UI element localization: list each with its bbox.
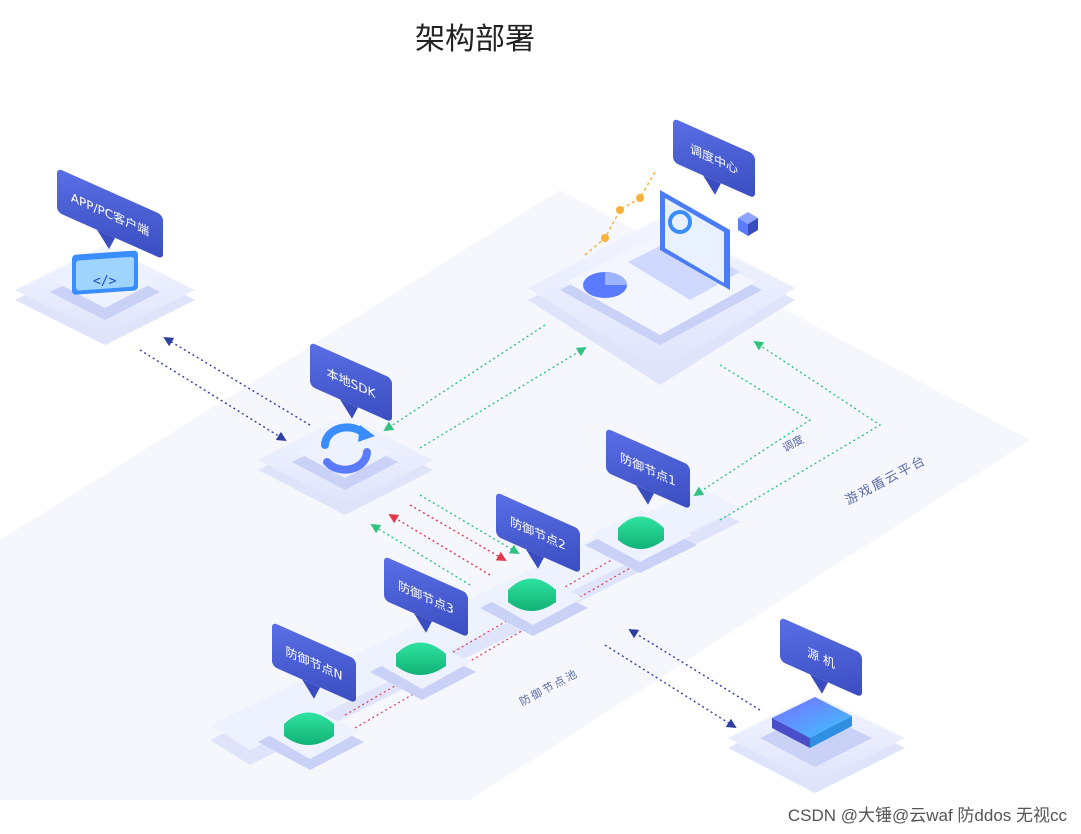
link-nodes-red-1: [344, 554, 621, 716]
laptop-icon: [628, 190, 740, 300]
link-pool-origin: [604, 644, 737, 729]
link-node2-sdk-green: [370, 523, 471, 586]
link-origin-pool: [628, 628, 761, 711]
label-node1: 防御节点1: [606, 429, 690, 508]
link-dispatch-sdk: [383, 324, 546, 432]
label-node3: 防御节点3: [384, 557, 468, 636]
page-title: 架构部署: [415, 22, 535, 57]
link-sdk-node2-red: [409, 504, 507, 561]
link-nodes-red-2: [354, 567, 631, 729]
dispatch-platform: [528, 171, 795, 385]
link-sdk-node2-green: [419, 494, 520, 554]
pie-chart-icon: [583, 272, 627, 298]
label-dispatch: 调度中心: [673, 119, 755, 197]
link-sdk-dispatch: [419, 346, 587, 449]
shield-icon: [284, 712, 334, 745]
sdk-platform: [258, 415, 433, 515]
shield-icon: [508, 578, 556, 611]
shield-icon: [396, 642, 446, 675]
trend-line-icon: [584, 171, 656, 256]
origin-platform: [728, 695, 905, 793]
cube-icon: [738, 212, 758, 236]
link-client-sdk: [139, 349, 287, 442]
client-platform: </>: [15, 245, 195, 345]
link-dispatch-node1: [693, 364, 812, 497]
link-sdk-client: [163, 336, 311, 426]
server-icon: [772, 697, 852, 748]
label-origin: 源 机: [780, 618, 862, 696]
defense-node-3-platform: [370, 637, 476, 700]
shield-icon: [618, 516, 664, 549]
watermark: CSDN @大锤@云waf 防ddos 无视cc: [787, 806, 1067, 825]
links: [139, 324, 882, 729]
label-node2: 防御节点2: [496, 493, 580, 572]
defense-node-1-platform: [585, 510, 697, 573]
defense-node-2-platform: [480, 573, 588, 636]
label-sdk: 本地SDK: [310, 343, 392, 421]
cloud-platform-background: [0, 190, 1030, 800]
link-node1-dispatch: [719, 340, 882, 521]
defense-node-n-platform: [258, 707, 364, 770]
svg-text:</>: </>: [93, 274, 117, 289]
sync-icon: [321, 423, 375, 474]
code-window-icon: </>: [72, 250, 138, 295]
